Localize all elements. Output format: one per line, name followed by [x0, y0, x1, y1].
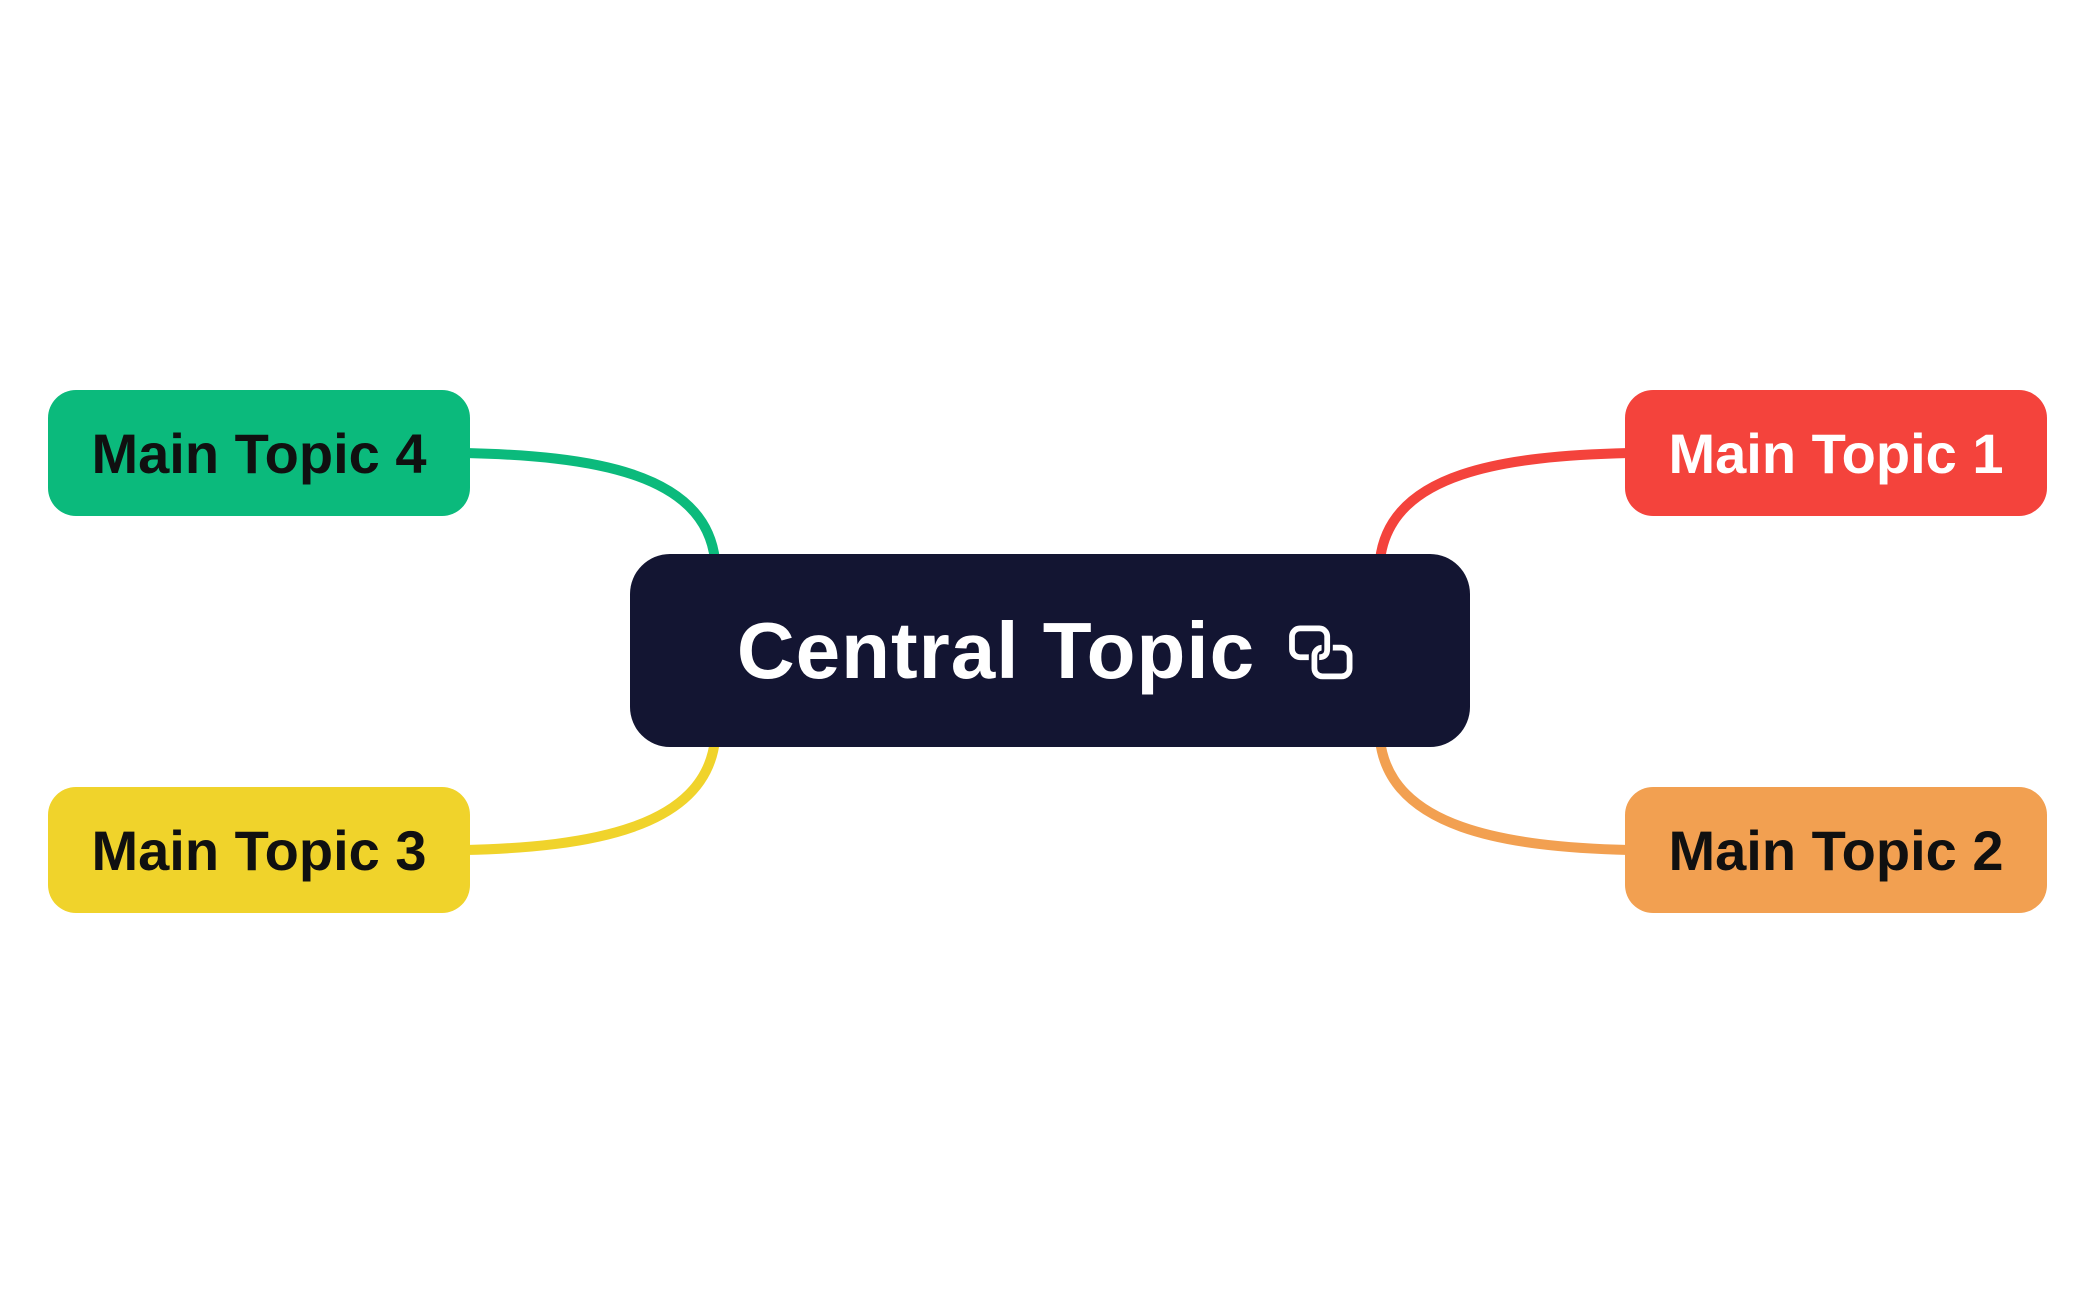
- branch-main-topic-2: [1375, 735, 1634, 855]
- node-main-topic-4[interactable]: Main Topic 4: [48, 390, 470, 516]
- branch-main-topic-4: [461, 448, 720, 565]
- link-icon[interactable]: [1285, 622, 1363, 686]
- central-topic-label: Central Topic: [736, 605, 1256, 695]
- main-topic-label: Main Topic 4: [91, 421, 427, 485]
- node-main-topic-2[interactable]: Main Topic 2: [1625, 787, 2047, 913]
- link-icon-square-back: [1319, 637, 1331, 660]
- node-main-topic-1[interactable]: Main Topic 1: [1625, 390, 2047, 516]
- node-central-topic[interactable]: Central Topic: [630, 554, 1470, 747]
- node-main-topic-3[interactable]: Main Topic 3: [48, 787, 470, 913]
- main-topic-label: Main Topic 1: [1668, 421, 2004, 485]
- main-topic-label: Main Topic 2: [1668, 818, 2004, 882]
- branch-main-topic-1: [1375, 448, 1634, 565]
- main-topic-label: Main Topic 3: [91, 818, 427, 882]
- branch-main-topic-3: [461, 735, 720, 855]
